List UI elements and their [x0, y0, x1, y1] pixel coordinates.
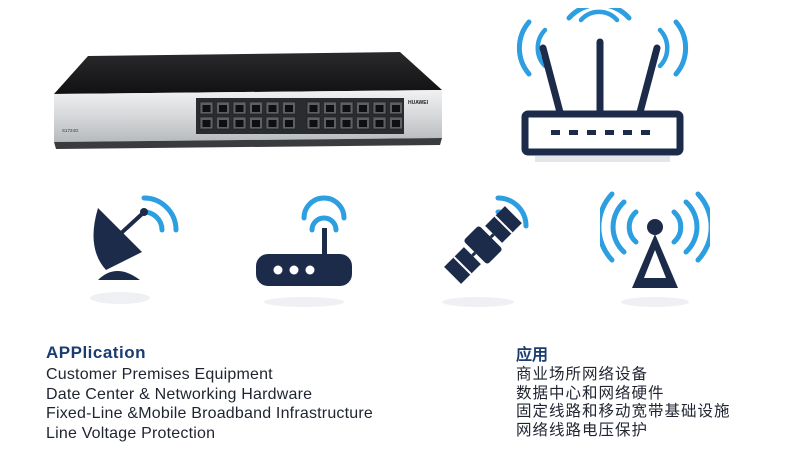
rj45-port-slot: [235, 120, 244, 127]
rj45-port-slot: [342, 105, 351, 112]
chinese-heading: 应用: [516, 347, 549, 364]
chinese-application-list: 应用 商业场所网络设备 数据中心和网络硬件 固定线路和移动宽带基础设施 网络线路…: [516, 346, 786, 440]
satellite-icon: [442, 195, 529, 307]
signal-arc: [516, 19, 532, 77]
switch-brand-label: HUAWEI: [408, 100, 429, 106]
rj45-port-slot: [219, 120, 227, 127]
rj45-port-slot: [392, 105, 400, 112]
rj45-port-slot: [309, 105, 318, 112]
rj45-port-slot: [268, 120, 277, 127]
rj45-port-slot: [268, 105, 277, 112]
rj45-port-slot: [252, 120, 260, 127]
rj45-port-slot: [285, 105, 293, 112]
signal-arc: [535, 27, 548, 69]
english-line: Date Center & Networking Hardware: [46, 385, 313, 403]
radio-tower-icon: [600, 191, 710, 307]
rj45-port-slot: [326, 120, 334, 127]
rj45-port-slot: [359, 105, 367, 112]
signal-arc: [566, 8, 632, 21]
chinese-line: 网络线路电压保护: [516, 421, 649, 439]
rj45-port-slot: [392, 120, 400, 127]
english-application-list: APPlication Customer Premises Equipment …: [46, 343, 486, 443]
rj45-port-slot: [285, 120, 293, 127]
signal-arc: [657, 27, 670, 69]
chinese-line: 商业场所网络设备: [516, 366, 649, 383]
chinese-line: 数据中心和网络硬件: [516, 384, 665, 402]
switch-model-label: S1724G: [62, 128, 79, 133]
network-switch-image: HUAWEI S1724G: [54, 52, 442, 149]
rj45-port-slot: [202, 105, 211, 112]
rj45-port-slot: [219, 105, 227, 112]
wifi-modem-icon: [256, 195, 352, 307]
rj45-port-slot: [235, 105, 244, 112]
rj45-port-slot: [375, 120, 384, 127]
english-heading: APPlication: [46, 343, 146, 362]
satellite-dish-icon: [90, 195, 179, 304]
rj45-port-slot: [342, 120, 351, 127]
english-line: Customer Premises Equipment: [46, 366, 273, 383]
signal-arc: [673, 19, 689, 77]
signal-arc: [578, 9, 620, 23]
rj45-port-slot: [309, 120, 318, 127]
chinese-line: 固定线路和移动宽带基础设施: [516, 403, 731, 420]
english-line: Line Voltage Protection: [46, 424, 216, 442]
rj45-port-slot: [375, 105, 384, 112]
wifi-router-image: [516, 8, 689, 162]
rj45-port-slot: [202, 120, 211, 127]
rj45-port-slot: [359, 120, 367, 127]
rj45-port-slot: [326, 105, 334, 112]
english-line: Fixed-Line &Mobile Broadband Infrastruct…: [46, 405, 373, 422]
rj45-port-slot: [252, 105, 260, 112]
